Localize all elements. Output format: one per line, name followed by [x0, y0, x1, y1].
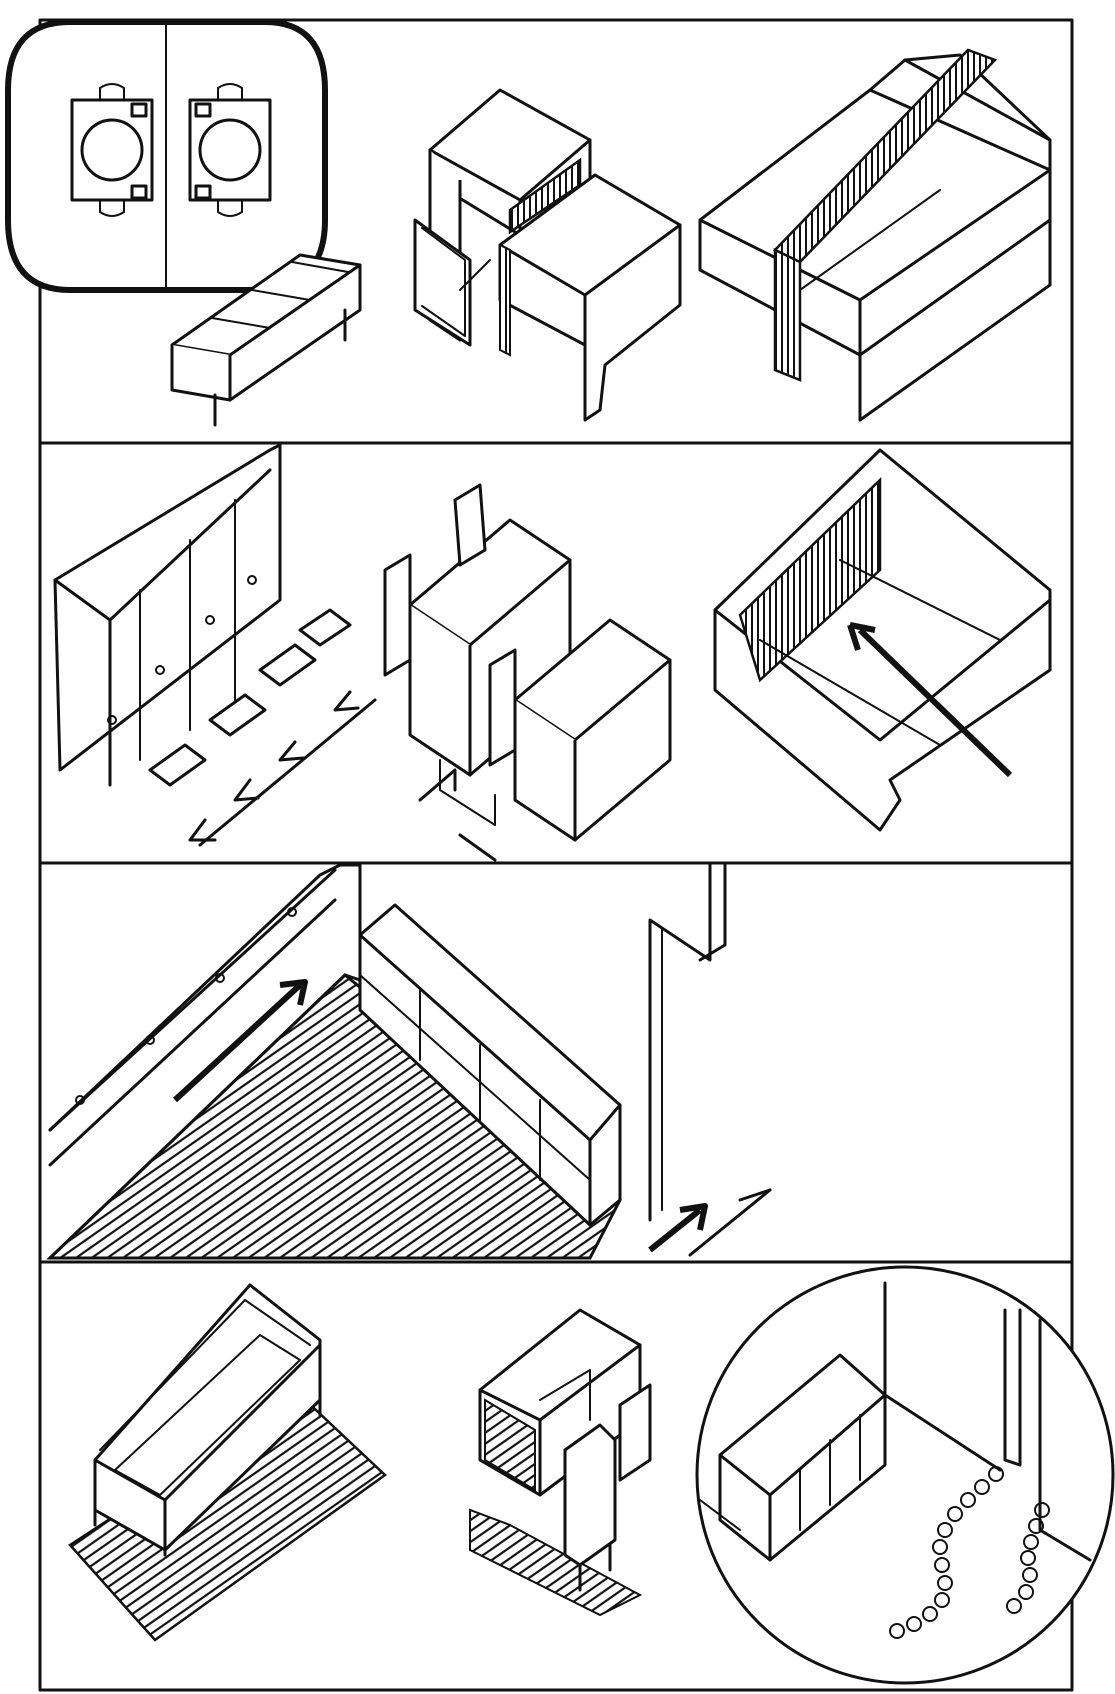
bench-seating-icon	[170, 253, 362, 427]
staggered-desks-icon	[383, 483, 672, 862]
panel-2	[53, 443, 1052, 862]
corner-sofa-icon	[713, 448, 1052, 832]
sofa-with-partition-icon	[698, 48, 1052, 422]
cabinet-with-chair-icon	[469, 1308, 652, 1617]
panel-1	[5, 19, 1052, 427]
desk-with-screen-icon	[413, 88, 682, 422]
office-floor-plan-icon	[5, 19, 328, 293]
wall-lockers-icon	[53, 443, 377, 847]
panel-3	[46, 863, 772, 1260]
panel-4	[68, 1265, 1115, 1685]
magnified-shelving-icon	[695, 1265, 1115, 1685]
panel-frame	[38, 18, 1074, 1692]
corridor-with-shelving-icon	[46, 863, 772, 1260]
settee-on-rug-icon	[68, 1283, 387, 1642]
